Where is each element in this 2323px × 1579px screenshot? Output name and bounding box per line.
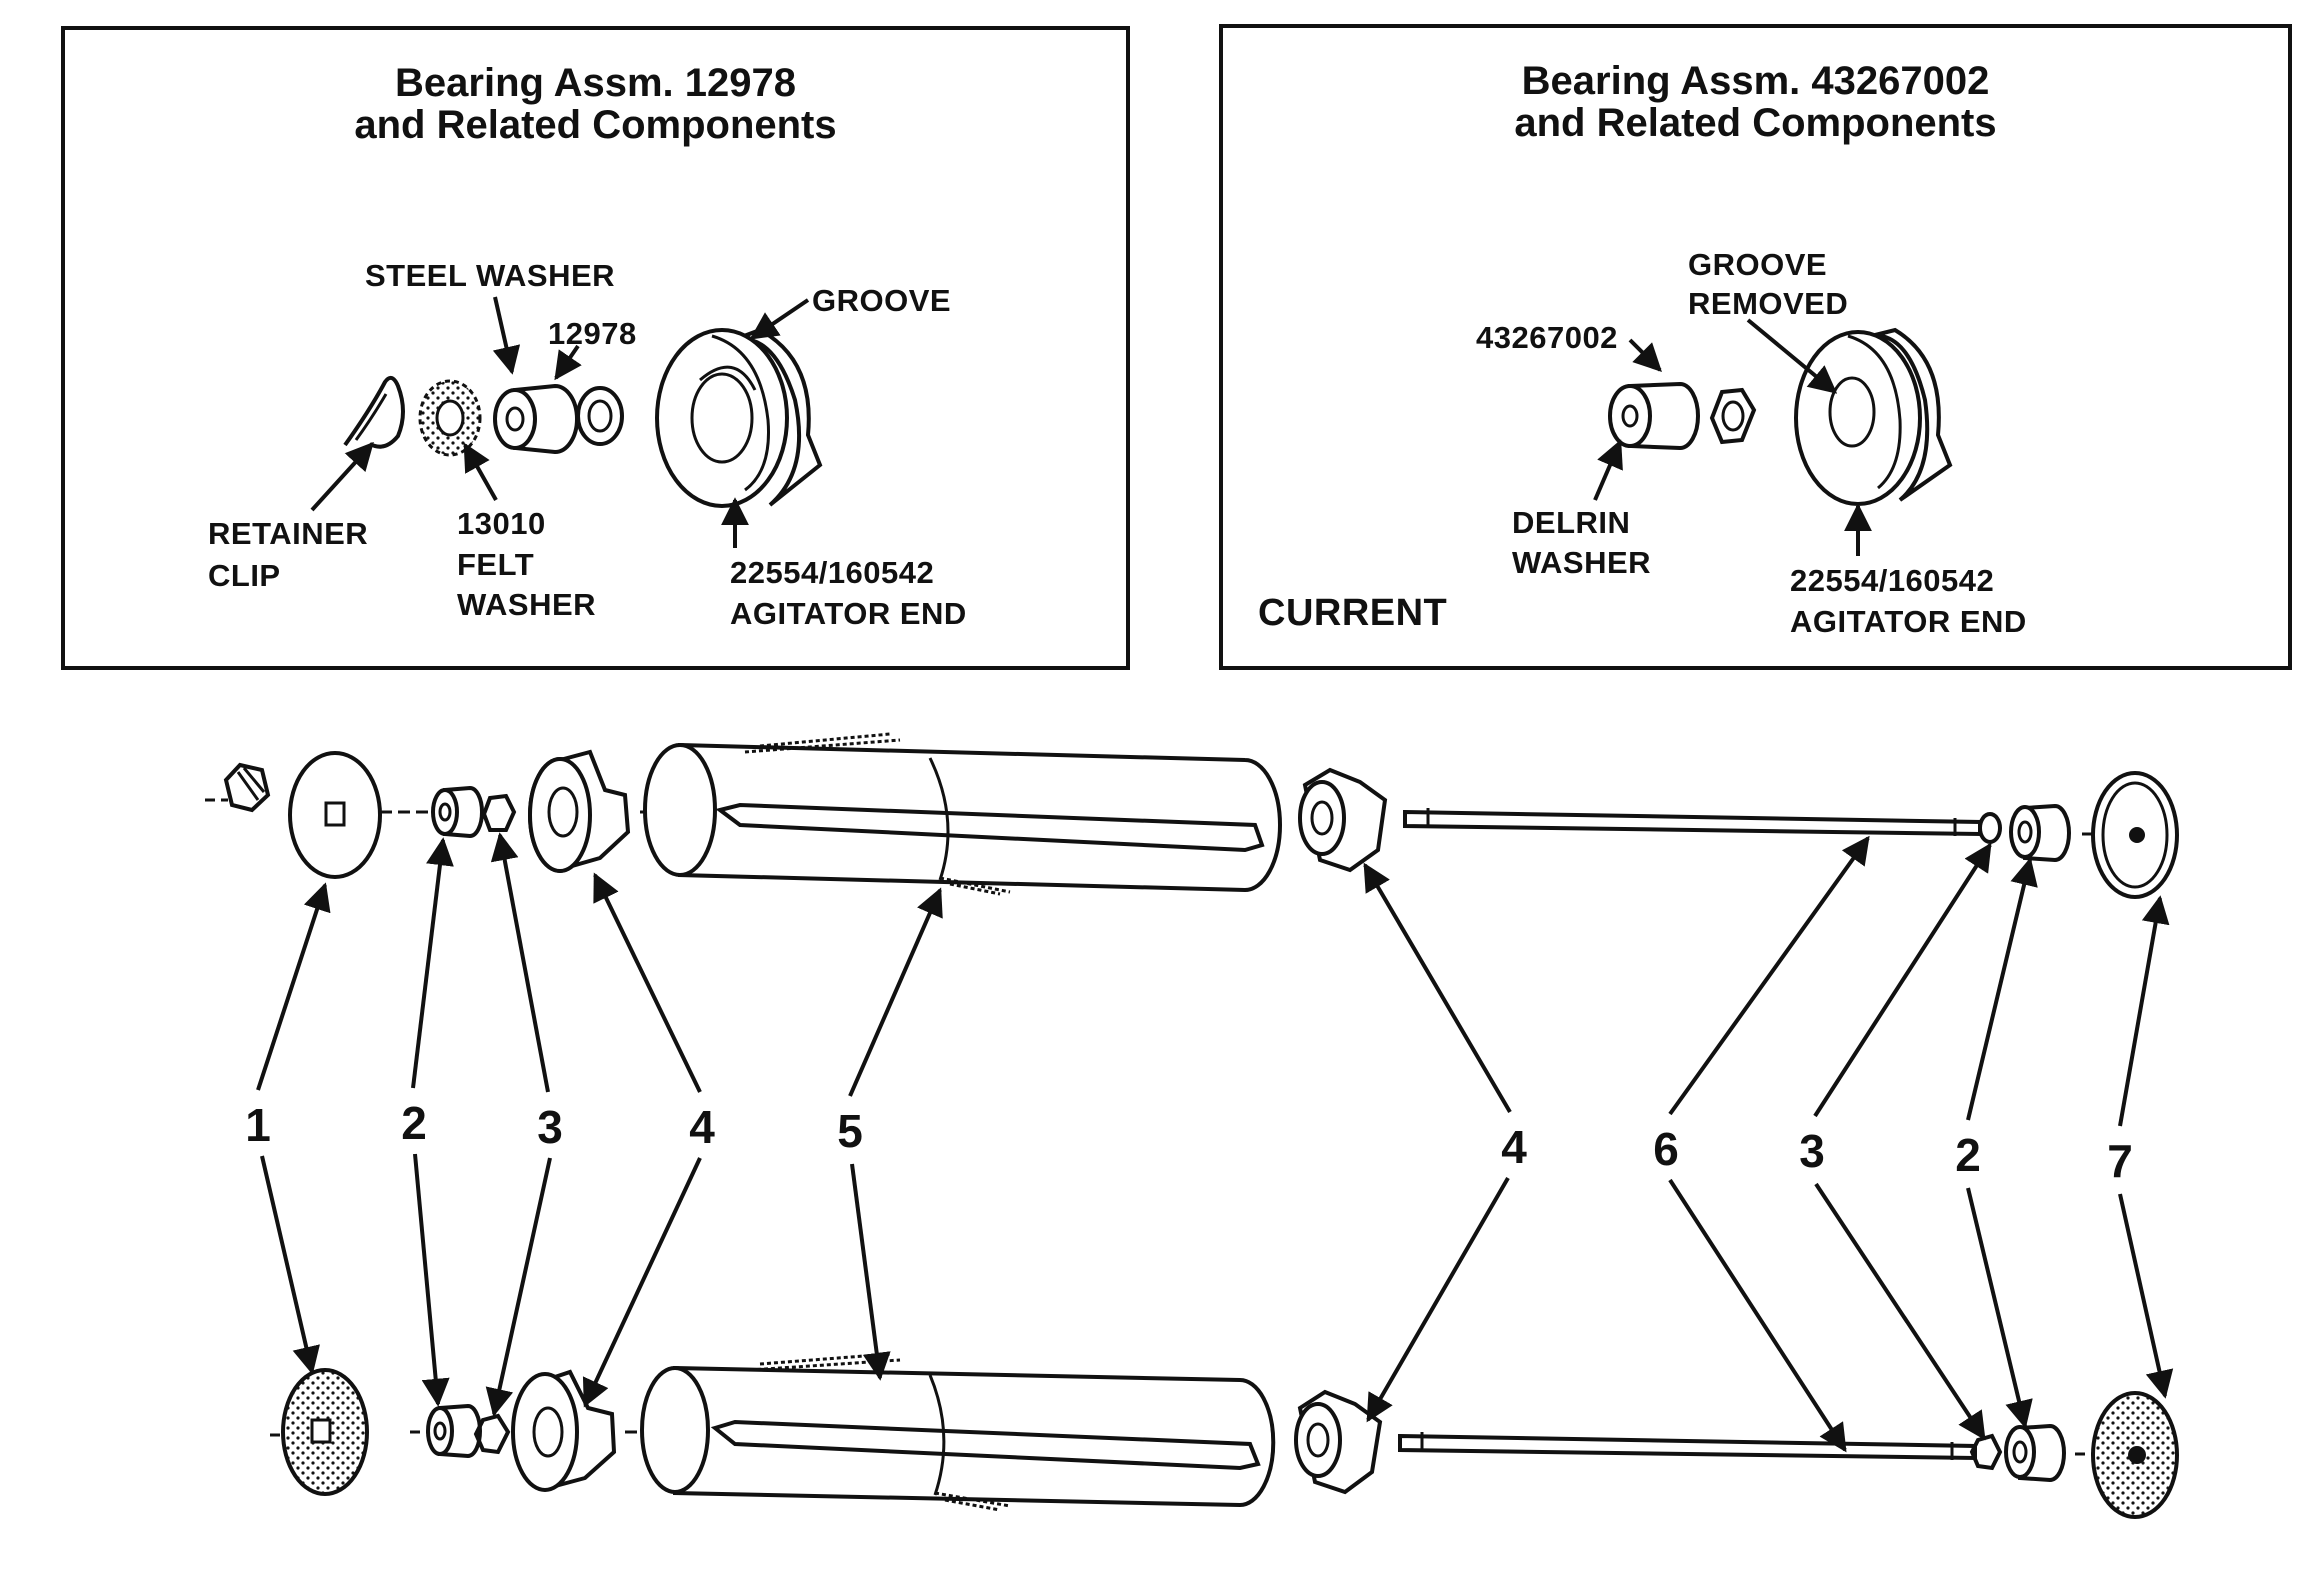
label-steel-washer: STEEL WASHER [365,258,616,293]
label-agitator-end-2: AGITATOR END [730,596,967,631]
panel-title-line2: and Related Components [354,103,837,147]
washer-bottom-right-icon [1969,1433,2003,1471]
label-agitator-end-1: 22554/160542 [1790,563,1995,598]
end-cap-icon [288,751,432,879]
washer-right-icon [1978,812,2002,844]
agitator-end-icon [1794,327,1953,506]
bearing-43267002-icon [1608,381,1700,451]
label-groove-removed-2: REMOVED [1688,286,1849,321]
agitator-end-bottom-right-icon [1294,1389,1383,1495]
bearing-12978-icon [493,383,579,455]
bearing-right-icon [2009,803,2071,863]
label-retainer-clip-2: CLIP [208,558,281,593]
panel-bearing-12978: Bearing Assm. 12978 and Related Componen… [61,26,1130,670]
callout-6-shaft: 6 [1653,1123,1679,1175]
callout-2-bearing-right: 2 [1955,1129,1981,1181]
end-cap-right-icon [2082,771,2179,899]
label-current: CURRENT [1258,592,1448,634]
felt-washer-icon [418,379,482,457]
end-cap-dotted-icon [270,1368,430,1496]
label-groove-removed-1: GROOVE [1688,247,1828,282]
label-groove: GROOVE [812,283,952,318]
label-agitator-end-2: AGITATOR END [1790,604,2027,639]
label-felt-washer-2: FELT [457,547,535,582]
callout-2-bearing: 2 [401,1097,427,1149]
callout-3-washer: 3 [537,1101,563,1153]
label-delrin-washer-2: WASHER [1512,545,1652,580]
callout-5-brush-roll: 5 [837,1105,863,1157]
label-bearing-43267002: 43267002 [1476,320,1618,355]
label-delrin-washer-1: DELRIN [1512,505,1631,540]
panel-bearing-43267002: Bearing Assm. 43267002 and Related Compo… [1219,24,2292,670]
steel-washer-icon [576,386,624,446]
label-felt-washer-1: 13010 [457,506,546,541]
callout-3-washer-right: 3 [1799,1125,1825,1177]
panel-title-line1: Bearing Assm. 43267002 [1521,59,1990,103]
bearing-icon [431,785,484,839]
panel-title-line1: Bearing Assm. 12978 [395,61,796,105]
callout-1-end-cap: 1 [245,1099,271,1151]
callout-7-end-cap-right: 7 [2107,1135,2133,1187]
agitator-end-icon [655,327,823,508]
callout-4-agitator-end: 4 [689,1101,715,1153]
shaft-bottom-icon [1398,1432,1977,1461]
bearing-bottom-right-icon [2004,1423,2066,1483]
agitator-end-right-icon [1298,767,1388,873]
brush-roll-icon [643,732,1282,896]
label-bearing-12978: 12978 [548,316,637,351]
brush-roll-bottom-icon [640,1352,1276,1512]
delrin-washer-icon [1709,387,1757,445]
label-agitator-end-1: 22554/160542 [730,555,935,590]
label-felt-washer-3: WASHER [457,587,597,622]
callout-4-agitator-end-right: 4 [1501,1121,1527,1173]
panel-title-line2: and Related Components [1514,101,1997,145]
end-screw-icon [205,762,271,813]
bearing-bottom-icon [426,1403,482,1459]
end-cap-dotted-right-icon [2075,1391,2179,1519]
label-retainer-clip-1: RETAINER [208,516,369,551]
shaft-icon [1403,808,1982,837]
washer-icon [481,793,517,832]
retainer-clip-icon [343,375,405,449]
agitator-end-bottom-icon [511,1369,690,1492]
